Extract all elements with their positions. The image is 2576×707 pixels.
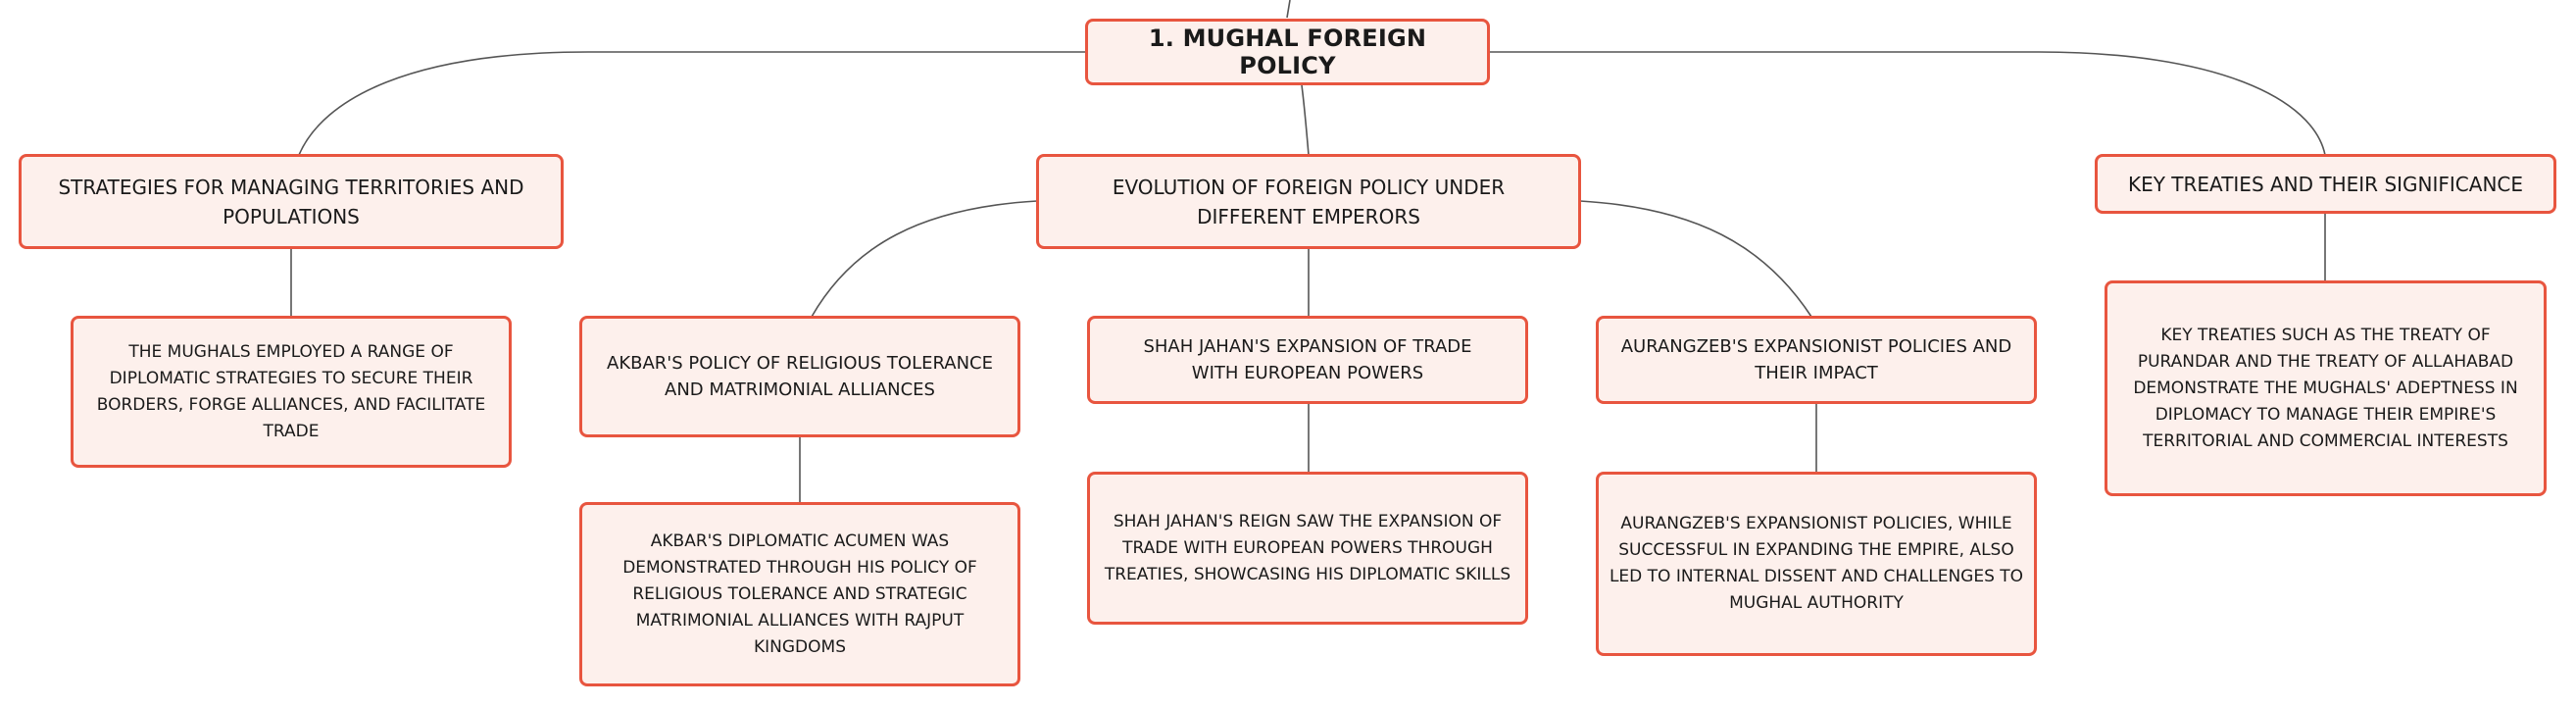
detail-node-strategies-text: THE MUGHALS EMPLOYED A RANGE OF DIPLOMAT… (96, 341, 486, 441)
category-node-strategies-label: STRATEGIES FOR MANAGING TERRITORIES AND … (58, 175, 524, 228)
emperor-node-shahjahan-label: SHAH JAHAN'S EXPANSION OF TRADE WITH EUR… (1143, 336, 1472, 383)
root-node[interactable]: 1. MUGHAL FOREIGN POLICY (1085, 19, 1490, 85)
emperor-node-aurangzeb[interactable]: AURANGZEB'S EXPANSIONIST POLICIES AND TH… (1596, 316, 2037, 404)
detail-node-shahjahan-text: SHAH JAHAN'S REIGN SAW THE EXPANSION OF … (1104, 511, 1511, 584)
category-node-evolution-label: EVOLUTION OF FOREIGN POLICY UNDER DIFFER… (1112, 175, 1506, 228)
category-node-treaties[interactable]: KEY TREATIES AND THEIR SIGNIFICANCE (2095, 154, 2556, 214)
detail-node-shahjahan[interactable]: SHAH JAHAN'S REIGN SAW THE EXPANSION OF … (1087, 472, 1528, 625)
connector-evolution-akbar (811, 200, 1038, 318)
connector-root-evolution (1301, 84, 1310, 156)
detail-node-aurangzeb-text: AURANGZEB'S EXPANSIONIST POLICIES, WHILE… (1609, 514, 2024, 613)
detail-node-aurangzeb[interactable]: AURANGZEB'S EXPANSIONIST POLICIES, WHILE… (1596, 472, 2037, 656)
detail-node-akbar-text: AKBAR'S DIPLOMATIC ACUMEN WAS DEMONSTRAT… (622, 530, 977, 657)
emperor-node-aurangzeb-label: AURANGZEB'S EXPANSIONIST POLICIES AND TH… (1620, 336, 2012, 383)
emperor-node-akbar[interactable]: AKBAR'S POLICY OF RELIGIOUS TOLERANCE AN… (579, 316, 1020, 437)
detail-node-strategies[interactable]: THE MUGHALS EMPLOYED A RANGE OF DIPLOMAT… (71, 316, 512, 468)
connector-root-parent (1286, 0, 1291, 19)
root-node-label: 1. MUGHAL FOREIGN POLICY (1148, 25, 1427, 79)
connector-root-treaties (1490, 51, 2326, 156)
detail-node-treaties[interactable]: KEY TREATIES SUCH AS THE TREATY OF PURAN… (2105, 280, 2547, 496)
category-node-evolution[interactable]: EVOLUTION OF FOREIGN POLICY UNDER DIFFER… (1036, 154, 1581, 249)
category-node-strategies[interactable]: STRATEGIES FOR MANAGING TERRITORIES AND … (19, 154, 564, 249)
detail-node-treaties-text: KEY TREATIES SUCH AS THE TREATY OF PURAN… (2133, 325, 2518, 451)
connector-root-strategies (298, 51, 1085, 156)
emperor-node-akbar-label: AKBAR'S POLICY OF RELIGIOUS TOLERANCE AN… (607, 353, 993, 400)
connector-evolution-aurangzeb (1579, 200, 1812, 318)
emperor-node-shahjahan[interactable]: SHAH JAHAN'S EXPANSION OF TRADE WITH EUR… (1087, 316, 1528, 404)
detail-node-akbar[interactable]: AKBAR'S DIPLOMATIC ACUMEN WAS DEMONSTRAT… (579, 502, 1020, 686)
category-node-treaties-label: KEY TREATIES AND THEIR SIGNIFICANCE (2127, 172, 2524, 196)
